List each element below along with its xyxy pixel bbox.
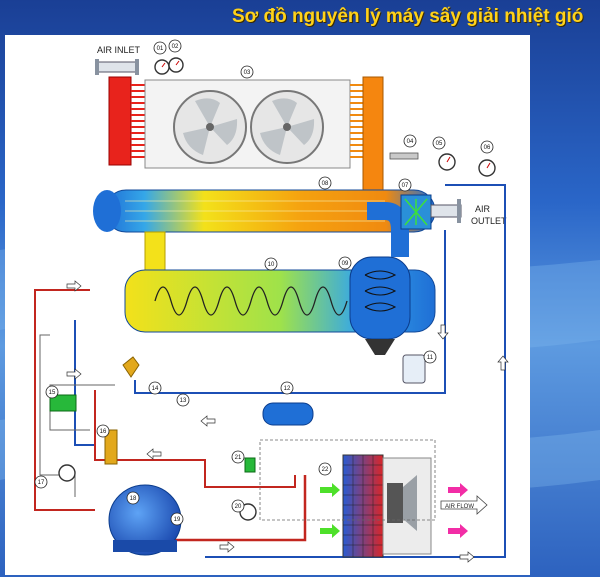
outlet-manifold	[362, 76, 384, 198]
diagram-title: Sơ đồ nguyên lý máy sấy giải nhiệt gió	[232, 6, 584, 27]
air-inlet-label: AIR INLET	[97, 45, 141, 55]
gauge-icon	[438, 153, 456, 171]
component-number-label: 07	[402, 183, 409, 189]
component-number-label: 04	[407, 139, 414, 145]
air-outlet-label-2: OUTLET	[471, 216, 507, 226]
component-number-label: 08	[322, 181, 329, 187]
component-number-badge	[398, 178, 412, 192]
component-number-badge	[153, 41, 167, 55]
component-number-badge	[96, 424, 110, 438]
arrow-right-icon	[448, 524, 468, 538]
component-number-badge	[338, 256, 352, 270]
component-number-label: 01	[157, 46, 164, 52]
drain-valve	[402, 354, 426, 384]
air-flow-arrow-icon	[440, 495, 488, 515]
component-number-badge	[231, 499, 245, 513]
component-number-badge	[240, 65, 254, 79]
discharge-line	[155, 475, 307, 542]
component-number-label: 09	[342, 261, 349, 267]
component-number-label: 13	[180, 398, 187, 404]
liquid-line	[94, 390, 296, 488]
component-number-label: 17	[38, 480, 45, 486]
filter-mesh	[404, 198, 428, 226]
component-number-label: 11	[427, 355, 434, 361]
expansion-valve	[122, 356, 140, 378]
gauge-icon	[478, 159, 496, 177]
capillary-line	[39, 334, 76, 497]
component-number-badge	[480, 140, 494, 154]
dryer-schematic: AIR INLET	[34, 39, 509, 563]
refrigerant-line	[74, 320, 95, 446]
component-number-label: 02	[172, 44, 179, 50]
component-number-badge	[280, 381, 294, 395]
component-number-badge	[318, 176, 332, 190]
component-number-badge	[264, 257, 278, 271]
refrigerant-coil	[154, 286, 348, 316]
tube-end-cap	[93, 190, 121, 232]
temperature-sensor	[389, 152, 419, 160]
gauge-icon	[168, 57, 184, 73]
solenoid-valve	[104, 429, 118, 465]
component-number-label: 06	[484, 145, 491, 151]
component-number-badge	[403, 134, 417, 148]
component-number-label: 15	[49, 390, 56, 396]
flow-arrows	[66, 280, 509, 563]
arrow-right-icon	[448, 483, 468, 497]
drain-funnel	[365, 339, 395, 355]
component-number-label: 12	[284, 386, 291, 392]
component-number-label: 22	[322, 467, 329, 473]
fan-control-switch	[244, 457, 256, 473]
component-number-badge	[176, 393, 190, 407]
condenser-grid	[343, 455, 383, 557]
component-number-label: 14	[152, 386, 159, 392]
component-number-label: 21	[235, 455, 242, 461]
gauge-icon	[154, 59, 170, 75]
component-number-badge	[126, 491, 140, 505]
component-number-label: 18	[130, 496, 137, 502]
component-number-badge	[423, 350, 437, 364]
component-number-badge	[148, 381, 162, 395]
component-number-label: 03	[244, 70, 251, 76]
component-number-label: 19	[174, 517, 181, 523]
compressor-base	[113, 540, 177, 552]
component-number-badge	[168, 39, 182, 53]
control-boundary	[259, 439, 436, 521]
separator-spiral	[364, 270, 397, 312]
outlet-flange	[457, 199, 461, 223]
fan-icon	[387, 475, 417, 531]
component-markers: 01 02 03 04 05 06 07 08 09 10 11 12 13 14 15 16 17 18 19 20…	[34, 39, 494, 526]
outlet-pipe	[430, 204, 462, 218]
air-flow-label: AIR FLOW	[445, 504, 474, 510]
component-number-label: 05	[436, 141, 443, 147]
component-number-badge	[34, 475, 48, 489]
gauge-icon	[58, 464, 76, 482]
cooler-fins	[131, 84, 145, 158]
fan-icon	[173, 90, 247, 164]
fan-icon	[250, 90, 324, 164]
filter-drier	[262, 402, 314, 426]
arrow-right-icon	[320, 483, 340, 497]
component-number-badge	[318, 462, 332, 476]
riser-pipe	[367, 202, 409, 257]
component-number-badge	[231, 450, 245, 464]
separator-vessel	[349, 256, 411, 340]
hot-gas-line	[34, 289, 95, 511]
component-number-label: 16	[100, 429, 107, 435]
cooler-fins	[350, 84, 363, 158]
component-number-label: 20	[235, 504, 242, 510]
component-number-badge	[170, 512, 184, 526]
arrow-right-icon	[320, 524, 340, 538]
air-inlet-pipe	[95, 59, 139, 75]
air-outlet-label: AIR	[475, 204, 491, 214]
inlet-manifold	[108, 76, 132, 166]
pressure-switch	[49, 394, 77, 412]
component-number-badge	[45, 385, 59, 399]
component-number-badge	[432, 136, 446, 150]
component-number-label: 10	[268, 262, 275, 268]
tube-internals	[125, 200, 385, 222]
